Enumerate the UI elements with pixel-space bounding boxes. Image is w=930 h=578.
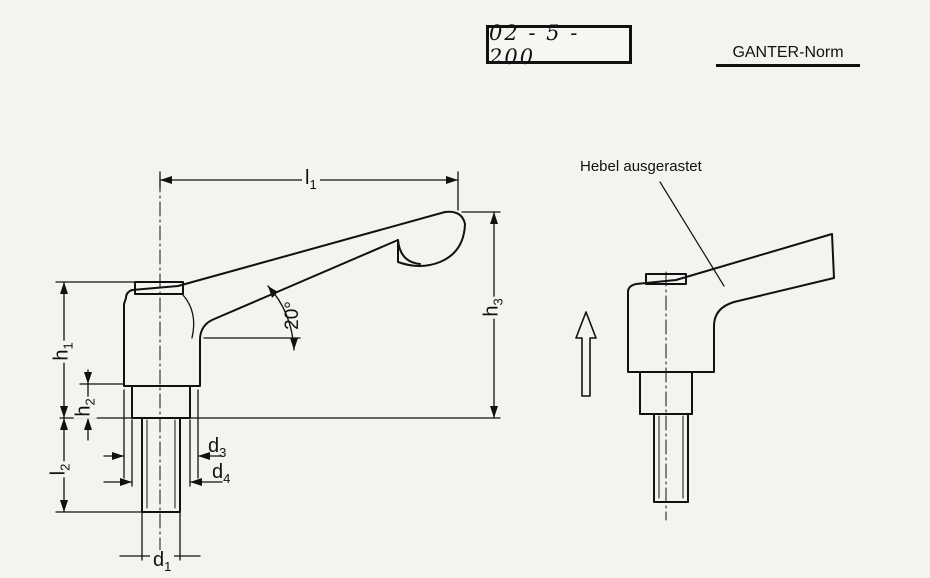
lever-recess-left [397,239,421,265]
arrow-l2-top [60,418,68,430]
threaded-stud-left [141,417,181,513]
arrow-h2-bottom [84,418,92,430]
dim-label-l1: l1 [302,168,320,191]
hub-collar-left [131,385,191,419]
dim-label-l2: l2 [47,461,73,478]
arrow-h3-top [490,212,498,224]
lever-body-right [627,233,835,373]
arrow-l1-right [446,176,458,184]
arrow-d3-left [112,452,124,460]
arrow-angle-bottom [290,338,298,350]
screw-head-right [645,273,687,285]
arrow-l2-bottom [60,500,68,512]
arrow-d4-right [190,478,202,486]
callout-released-lever: Hebel ausgerastet [580,158,702,175]
document-number-box: 02 - 5 - 200 [486,21,632,69]
arrow-d3-right [198,452,210,460]
lever-arc-left [182,294,195,339]
arrow-l1-left [160,176,172,184]
screw-head-left [134,281,184,295]
arrow-h1-bottom [60,406,68,418]
dim-label-h2: h2 [72,396,98,419]
dim-label-h3: h3 [480,296,506,319]
dim-label-d1: d1 [150,550,175,573]
arrow-h1-top [60,282,68,294]
document-number: 02 - 5 - 200 [489,20,580,69]
arrow-h3-bottom [490,406,498,418]
callout-leader [659,181,725,287]
arrow-up-icon [575,311,597,397]
arrow-h2-top [84,372,92,384]
dim-label-h1: h1 [50,340,76,363]
lever-break-right [831,233,835,279]
angle-label: 20° [281,301,303,330]
arrow-angle-top [268,286,278,298]
norm-label: GANTER-Norm [732,44,844,61]
dim-label-d4: d4 [212,461,231,486]
threaded-stud-right [653,413,689,503]
norm-underline [716,64,860,67]
lever-body-left [123,210,466,387]
arrow-d4-left [120,478,132,486]
dim-label-d3: d3 [208,435,227,460]
